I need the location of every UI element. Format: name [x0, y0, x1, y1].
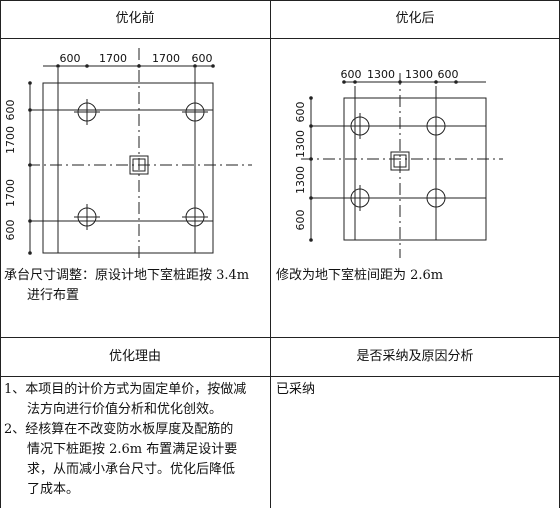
header-reason: 优化理由	[108, 349, 161, 364]
dim-left-2: 1300	[294, 130, 307, 158]
row-divider-1	[0, 38, 560, 39]
adopt-status: 已采纳	[276, 382, 316, 397]
pile-cap-outline	[343, 97, 487, 241]
column-square	[390, 151, 410, 171]
dim-top-3: 1300	[405, 68, 433, 81]
pile-cap-drawing-after: 600 1300 1300 600 600 1300 1300 600	[294, 68, 503, 258]
pile-cap-outline	[42, 82, 214, 254]
dim-top-1: 600	[341, 68, 362, 81]
column-square	[129, 155, 149, 175]
row-divider-2	[0, 337, 560, 338]
dim-top-2: 1700	[99, 52, 127, 65]
reason-line: 情况下桩距按 2.6m 布置满足设计要	[27, 442, 238, 457]
dim-left-3: 1700	[4, 179, 17, 207]
row-divider-3	[0, 376, 560, 377]
table-left-border	[0, 0, 1, 508]
dim-left-3: 1300	[294, 166, 307, 194]
reason-line: 法方向进行价值分析和优化创效。	[27, 402, 223, 417]
header-after: 优化后	[395, 11, 435, 26]
desc-after: 修改为地下室桩间距为 2.6m	[276, 268, 444, 283]
reason-line: 1、本项目的计价方式为固定单价，按做减	[4, 382, 247, 397]
dim-left-1: 600	[4, 100, 17, 121]
desc-before-line1: 承台尺寸调整：原设计地下室桩距按 3.4m	[4, 268, 250, 283]
dim-top-4: 600	[192, 52, 213, 65]
pile-cap-drawing-before: 600 1700 1700 600 600 1700 1700 600	[4, 48, 252, 258]
reason-line: 求，从而减小承台尺寸。优化后降低	[27, 462, 236, 477]
reason-line: 2、经核算在不改变防水板厚度及配筋的	[4, 422, 234, 437]
header-before: 优化前	[115, 11, 155, 26]
header-adopt: 是否采纳及原因分析	[356, 349, 474, 364]
dim-left-4: 600	[4, 220, 17, 241]
dim-top-3: 1700	[152, 52, 180, 65]
dim-top-4: 600	[438, 68, 459, 81]
dim-left-1: 600	[294, 102, 307, 123]
dim-left-4: 600	[294, 210, 307, 231]
desc-before-line2: 进行布置	[27, 288, 80, 303]
dim-top-1: 600	[60, 52, 81, 65]
table-top-border	[0, 0, 560, 1]
dim-left-2: 1700	[4, 126, 17, 154]
dim-top-2: 1300	[367, 68, 395, 81]
reason-line: 了成本。	[27, 482, 80, 497]
table-center-divider	[270, 0, 271, 508]
